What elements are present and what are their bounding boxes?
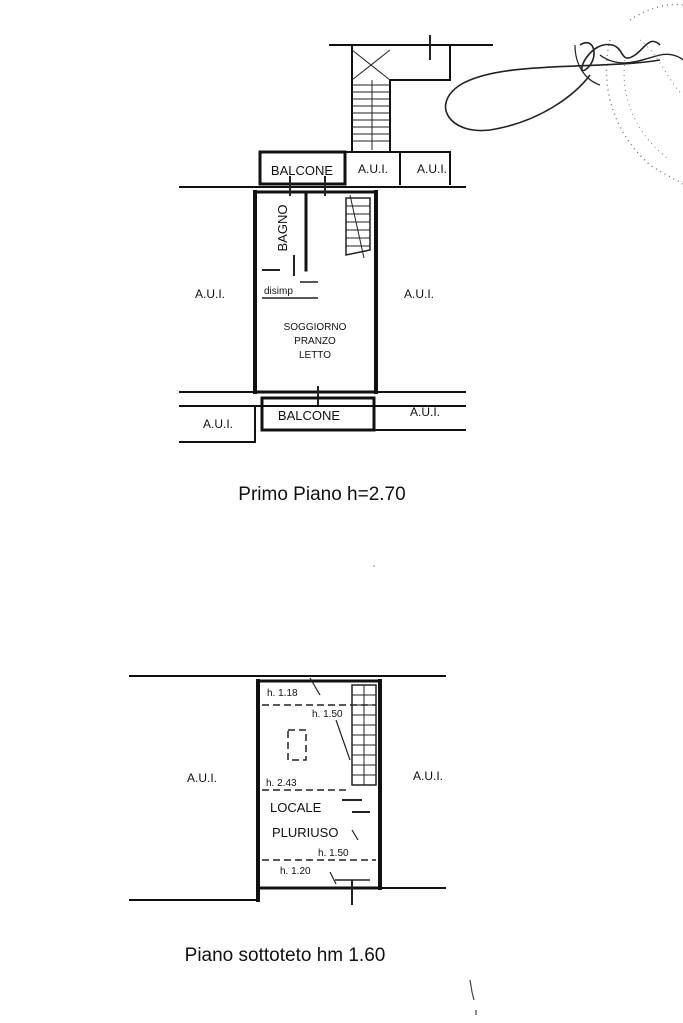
attic-aui-left-label: A.U.I. (187, 771, 217, 785)
h-150-top-label: h. 1.50 (312, 709, 343, 720)
scan-mark (469, 979, 477, 1015)
attic-aui-right-label: A.U.I. (413, 769, 443, 783)
aui-bottom-right-label: A.U.I. (410, 405, 440, 419)
letto-label: LETTO (299, 350, 331, 361)
pluriuso-label: PLURIUSO (272, 825, 338, 840)
attic-caption: Piano sottoteto hm 1.60 (185, 945, 386, 966)
aui-top-label-1: A.U.I. (358, 162, 388, 176)
first-floor-caption: Primo Piano h=2.70 (238, 484, 405, 505)
attic-floor-plan: h. 1.18 h. 1.50 h. 2.43 LOCALE PLURIUSO … (129, 675, 446, 966)
aui-bottom-left-label: A.U.I. (203, 417, 233, 431)
aui-top-label-2: A.U.I. (417, 162, 447, 176)
stairs-icon (329, 35, 493, 151)
aui-left-label: A.U.I. (195, 287, 225, 301)
stamp-icon (605, 3, 683, 185)
h-118-label: h. 1.18 (267, 688, 298, 699)
pranzo-label: PRANZO (294, 336, 336, 347)
balcone-bottom-label: BALCONE (278, 408, 340, 423)
attic-stairs-icon (351, 684, 377, 786)
first-floor-plan: BALCONE A.U.I. A.U.I. BAGNO disimp A.U.I… (179, 35, 493, 505)
soggiorno-label: SOGGIORNO (284, 322, 347, 333)
scan-speck (373, 565, 375, 567)
h-243-label: h. 2.43 (266, 778, 297, 789)
h-150-bottom-label: h. 1.50 (318, 848, 349, 859)
bagno-label: BAGNO (275, 205, 290, 252)
signature-icon (444, 40, 683, 132)
locale-label: LOCALE (270, 800, 322, 815)
disimp-label: disimp (264, 286, 293, 297)
balcone-top-label: BALCONE (271, 163, 333, 178)
aui-right-label: A.U.I. (404, 287, 434, 301)
h-120-label: h. 1.20 (280, 866, 311, 877)
